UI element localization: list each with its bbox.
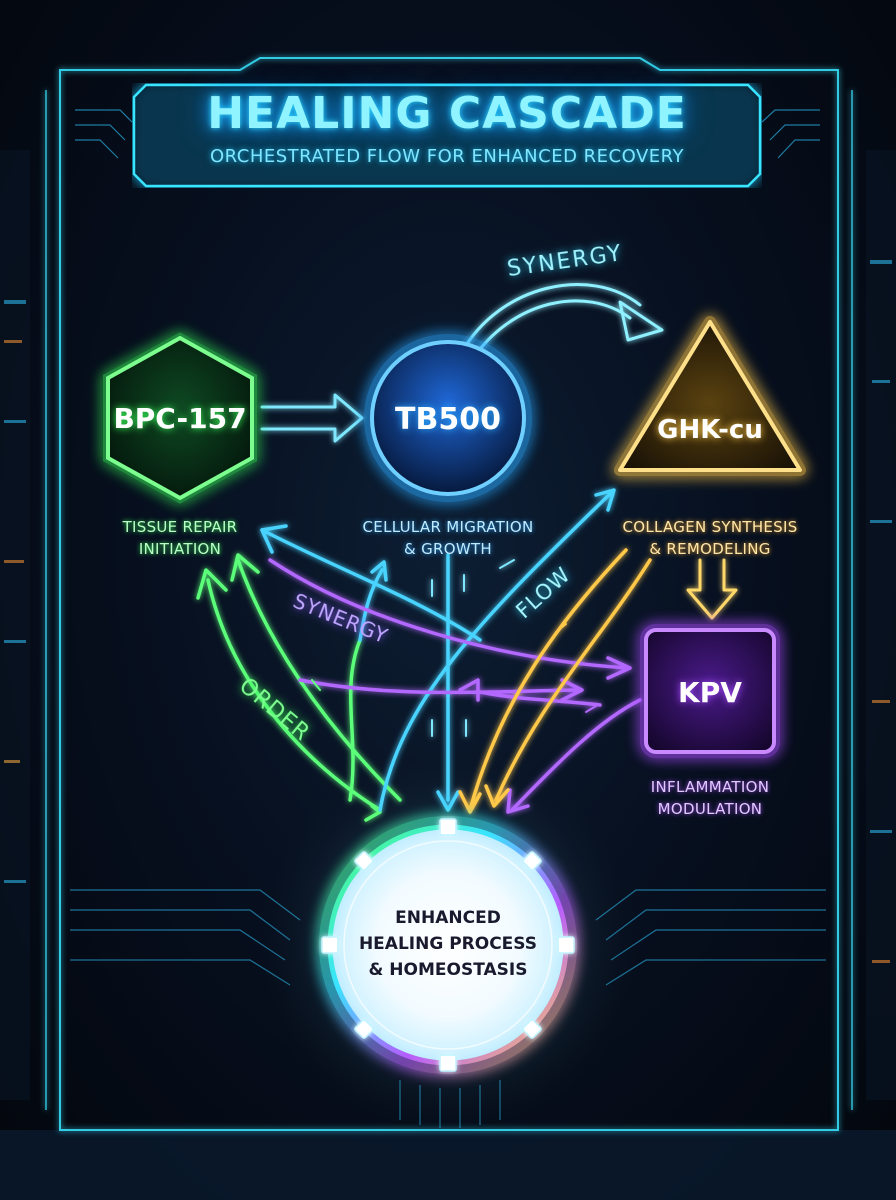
center-hub-line1: ENHANCED <box>395 908 501 928</box>
bpc-157-hexagon <box>106 335 254 501</box>
center-hub-line2: HEALING PROCESS <box>358 934 538 954</box>
flows-cyan <box>260 488 616 812</box>
outer-frame <box>45 57 853 1131</box>
kpv-label: KPV <box>678 676 742 709</box>
city-lights-right <box>866 150 896 1100</box>
tb500-caption-line1: CELLULAR MIGRATION <box>362 518 534 536</box>
page-title: HEALING CASCADE <box>207 88 687 139</box>
city-lights-left <box>0 150 30 1100</box>
center-hub-caption: ENHANCED HEALING PROCESS & HOMEOSTASIS <box>340 905 556 983</box>
node-center-hub[interactable] <box>319 816 577 1074</box>
node-ghk-cu[interactable]: GHK-cu <box>614 316 806 476</box>
ghk-cu-label: GHK-cu <box>657 415 763 445</box>
page-subtitle: ORCHESTRATED FLOW FOR ENHANCED RECOVERY <box>209 146 684 167</box>
flow-label-flow: FLOW <box>511 562 575 623</box>
tb500-label: TB500 <box>395 402 501 437</box>
connectors <box>196 283 745 822</box>
node-kpv[interactable]: KPV <box>640 624 780 758</box>
kpv-caption: INFLAMMATION MODULATION <box>620 776 800 820</box>
title-frame <box>132 83 762 188</box>
ghk-cu-caption: COLLAGEN SYNTHESIS & REMODELING <box>604 516 816 560</box>
flow-particles <box>311 559 745 737</box>
kpv-caption-line2: MODULATION <box>657 800 763 818</box>
bpc-157-caption-line2: INITIATION <box>138 540 222 558</box>
center-hub-line3: & HOMEOSTASIS <box>368 960 528 980</box>
bpc-157-caption: TISSUE REPAIR INITIATION <box>90 516 270 560</box>
tb500-caption-line2: & GROWTH <box>404 540 492 558</box>
bpc-157-label: BPC-157 <box>113 402 246 435</box>
kpv-square <box>644 628 776 754</box>
ghk-cu-caption-line1: COLLAGEN SYNTHESIS <box>622 518 798 536</box>
ghk-cu-caption-line2: & REMODELING <box>649 540 771 558</box>
tb500-caption: CELLULAR MIGRATION & GROWTH <box>348 516 548 560</box>
flows-green <box>196 553 402 822</box>
arrow-ghk-to-kpv <box>686 558 738 620</box>
arrow-bpc-to-tb500 <box>260 393 364 443</box>
flow-label-synergy-top: SYNERGY <box>506 241 625 282</box>
flows-gold <box>458 548 652 814</box>
center-hub-inner-ring <box>343 840 553 1050</box>
ghk-cu-triangle <box>618 320 802 472</box>
arrow-tb500-to-ghk-synergy <box>460 283 664 362</box>
bpc-157-caption-line1: TISSUE REPAIR <box>122 518 238 536</box>
center-hub-connectors <box>321 818 575 1072</box>
kpv-caption-line1: INFLAMMATION <box>650 778 770 796</box>
tb500-circle <box>370 340 526 496</box>
node-tb500[interactable]: TB500 <box>364 334 532 502</box>
circuit-traces-top <box>75 109 820 159</box>
node-bpc-157[interactable]: BPC-157 <box>103 332 257 504</box>
